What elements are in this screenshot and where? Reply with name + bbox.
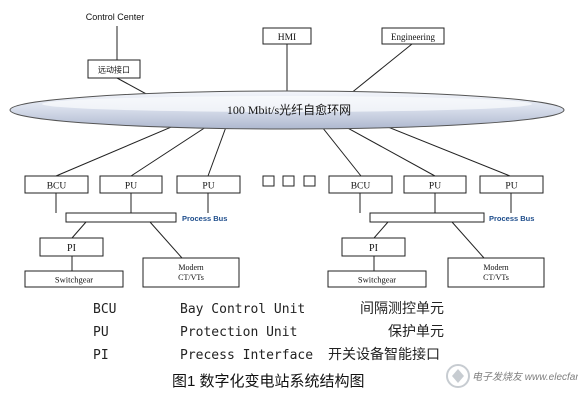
left-switchgear-box	[24, 270, 124, 288]
legend-bcu-english: Bay Control Unit	[180, 302, 305, 317]
right-pi-label: PI	[369, 243, 378, 254]
left-pi-label: PI	[67, 243, 76, 254]
right-pi-box	[341, 237, 406, 257]
right-pu1-label: PU	[429, 182, 441, 192]
watermark-diamond-icon	[452, 369, 464, 383]
left-ctvt-label: CT/VTs	[178, 273, 204, 282]
legend: BCU Bay Control Unit 间隔测控单元 PU Protectio…	[93, 301, 444, 363]
left-bus-links	[55, 193, 209, 271]
ring-label: 100 Mbit/s光纤自愈环网	[227, 102, 351, 117]
engineering-label: Engineering	[391, 32, 435, 42]
hmi-box	[262, 27, 312, 45]
legend-pi-chinese: 开关设备智能接口	[328, 346, 440, 363]
left-process-bus	[65, 212, 177, 223]
legend-pi-abbr: PI	[93, 348, 109, 363]
left-bcu-label: BCU	[47, 182, 67, 192]
hmi-label: HMI	[278, 33, 296, 43]
right-switchgear-box	[327, 270, 427, 288]
watermark-logo-icon	[446, 364, 470, 388]
left-modern-label: Modern	[178, 263, 203, 272]
remote-interface-box	[87, 59, 141, 79]
right-process-bus	[369, 212, 485, 223]
left-modern-ctvt-box	[142, 257, 240, 288]
legend-pu-english: Protection Unit	[180, 325, 297, 340]
right-pu2-label: PU	[505, 182, 517, 192]
control-center-label: Control Center	[86, 12, 145, 22]
top-links	[116, 26, 413, 97]
ring-to-modules-links	[55, 122, 511, 177]
legend-bcu-abbr: BCU	[93, 302, 116, 317]
legend-pu-abbr: PU	[93, 325, 109, 340]
figure-caption: 图1 数字化变电站系统结构图	[172, 373, 365, 390]
watermark: 电子发烧友 www.elecfans.com	[446, 364, 578, 388]
left-pu1-label: PU	[125, 182, 137, 192]
right-switchgear-label: Switchgear	[358, 275, 396, 285]
remote-interface-label: 远动接口	[98, 65, 130, 75]
watermark-text: 电子发烧友 www.elecfans.com	[472, 371, 578, 383]
left-switchgear-label: Switchgear	[55, 275, 93, 285]
right-bus-links	[359, 193, 512, 271]
right-modern-ctvt-box	[447, 257, 545, 288]
ring-highlight	[42, 96, 532, 112]
left-pi-box	[39, 237, 104, 257]
legend-pi-english: Precess Interface	[180, 348, 313, 363]
right-modern-label: Modern	[483, 263, 508, 272]
left-bay-group: BCU PU PU Process Bus PI Switchgear Mode…	[24, 175, 241, 288]
right-bcu-label: BCU	[351, 182, 371, 192]
right-bay-group: BCU PU PU Process Bus PI Switchgear Mode…	[327, 175, 545, 288]
left-pu2-label: PU	[202, 182, 214, 192]
more-units-ellipsis	[262, 175, 316, 187]
left-process-bus-label: Process Bus	[182, 214, 227, 223]
engineering-box	[381, 27, 445, 45]
legend-bcu-chinese: 间隔测控单元	[360, 301, 444, 317]
legend-pu-chinese: 保护单元	[388, 324, 444, 340]
right-process-bus-label: Process Bus	[489, 214, 534, 223]
right-ctvt-label: CT/VTs	[483, 273, 509, 282]
